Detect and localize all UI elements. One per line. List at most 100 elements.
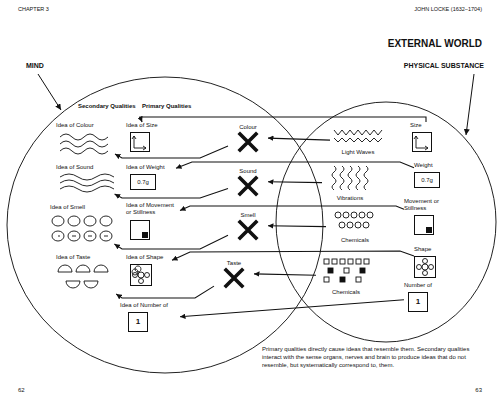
node-label: Movement or Stillness <box>404 198 448 212</box>
box-value: 0.7g <box>421 177 433 183</box>
node-label: Number of <box>404 282 450 289</box>
chemicals-icon <box>335 212 341 218</box>
idea-node: Chemicals <box>316 256 376 296</box>
idea-node: Vibrations <box>322 164 378 202</box>
quality-box: Weight 0.7g <box>414 162 454 190</box>
arrow-connector <box>176 162 414 168</box>
size-glyph <box>414 136 428 150</box>
movement-glyph <box>142 232 148 238</box>
node-label: Idea of Smell <box>50 204 118 211</box>
chemicals-icon <box>363 222 369 228</box>
quality-box: Size <box>410 122 442 154</box>
idea-node: Light Waves <box>330 126 386 156</box>
quality-square <box>414 256 436 278</box>
arrow-connector <box>114 235 228 249</box>
idea-node: Idea of Smell <box>50 204 118 244</box>
node-label: Idea of Shape <box>126 254 172 261</box>
quality-box: Idea of Size <box>126 122 172 154</box>
quality-box: Idea of Weight0.7g <box>126 164 176 192</box>
sound-icon <box>60 174 114 192</box>
shape-glyph <box>423 259 428 264</box>
node-label: Idea of Colour <box>56 122 118 129</box>
node-label: Light Waves <box>330 149 386 156</box>
shape-glyph <box>145 273 150 278</box>
quality-square <box>130 264 152 286</box>
node-label: Chemicals <box>316 289 376 296</box>
chemicals-icon <box>367 212 373 218</box>
size-glyph <box>132 136 146 150</box>
cross-mark <box>240 134 256 150</box>
leader-arrow <box>38 74 61 110</box>
shape-glyph <box>133 273 138 278</box>
quality-square: 0.7g <box>130 174 156 190</box>
chemicals-icon <box>324 277 329 282</box>
node-label: Idea of Sound <box>56 164 118 171</box>
node-label: Size <box>410 122 442 129</box>
idea-node: Idea of Taste <box>56 254 118 294</box>
arrow-connector <box>172 251 414 260</box>
node-label: Weight <box>414 162 454 169</box>
chemicals-icon <box>359 212 365 218</box>
box-value: 0.7g <box>137 179 149 185</box>
shape-glyph <box>417 265 422 270</box>
substance-circle <box>276 102 496 342</box>
arrow-connector <box>254 274 316 275</box>
cross-mark <box>240 178 256 194</box>
chemicals-icon <box>347 222 353 228</box>
node-label: Colour <box>228 124 268 131</box>
node-label: Sound <box>228 168 268 175</box>
caption-text: Primary qualities directly cause ideas t… <box>262 346 488 369</box>
chemicals-icon <box>355 222 361 228</box>
cross-node: Colour <box>228 124 268 151</box>
page-label: 63 <box>475 387 482 393</box>
cross-node: Sound <box>228 168 268 195</box>
page-label: PHYSICAL SUBSTANCE <box>404 62 484 69</box>
movement-glyph <box>426 227 432 233</box>
page-label: CHAPTER 3 <box>18 6 49 12</box>
leader-arrow <box>466 74 474 135</box>
quality-square: 0.7g <box>414 172 440 188</box>
page-label: Primary Qualities <box>142 103 191 109</box>
node-label: Idea of Movement or Stillness <box>126 202 180 216</box>
chemicals-icon <box>340 277 345 282</box>
chemicals-icon <box>343 212 349 218</box>
smell-icon <box>52 216 64 226</box>
chemicals-icon <box>324 259 329 264</box>
arrow-connector <box>180 206 404 211</box>
chemicals-icon <box>360 268 365 273</box>
node-label: Shape <box>414 246 454 253</box>
chemicals-icon <box>356 277 361 282</box>
cross-node: Smell <box>228 212 268 239</box>
smell-icon <box>84 216 96 226</box>
light-waves-icon <box>334 130 382 142</box>
smell-icon <box>58 236 108 237</box>
node-label: Idea of Size <box>126 122 172 129</box>
chemicals-icon <box>351 212 357 218</box>
chemicals-icon <box>348 259 353 264</box>
shape-glyph <box>429 265 434 270</box>
node-label: Taste <box>214 260 254 267</box>
smell-icon <box>68 216 80 226</box>
quality-box: Movement or Stillness <box>404 198 448 238</box>
chemicals-icon <box>332 259 337 264</box>
colour-icon <box>60 134 108 154</box>
quality-box: Number of1 <box>404 282 450 314</box>
quality-box: Idea of Movement or Stillness <box>126 202 180 244</box>
quality-square <box>130 132 150 152</box>
quality-square: 1 <box>128 312 148 332</box>
quality-square <box>412 132 432 152</box>
page-label: JOHN LOCKE (1632–1704) <box>414 6 482 12</box>
node-label: Idea of Taste <box>56 254 118 261</box>
chemicals-icon <box>364 259 369 264</box>
page-label: MIND <box>26 62 44 69</box>
node-label: Idea of Number of <box>120 302 180 309</box>
chemicals-icon <box>344 268 349 273</box>
node-label: Chemicals <box>326 237 384 244</box>
idea-node: Chemicals <box>326 210 384 244</box>
idea-node: Idea of Colour <box>56 122 118 154</box>
box-value: 1 <box>136 318 140 326</box>
shape-glyph <box>422 264 428 270</box>
shape-glyph <box>423 271 428 276</box>
chemicals-icon <box>356 259 361 264</box>
